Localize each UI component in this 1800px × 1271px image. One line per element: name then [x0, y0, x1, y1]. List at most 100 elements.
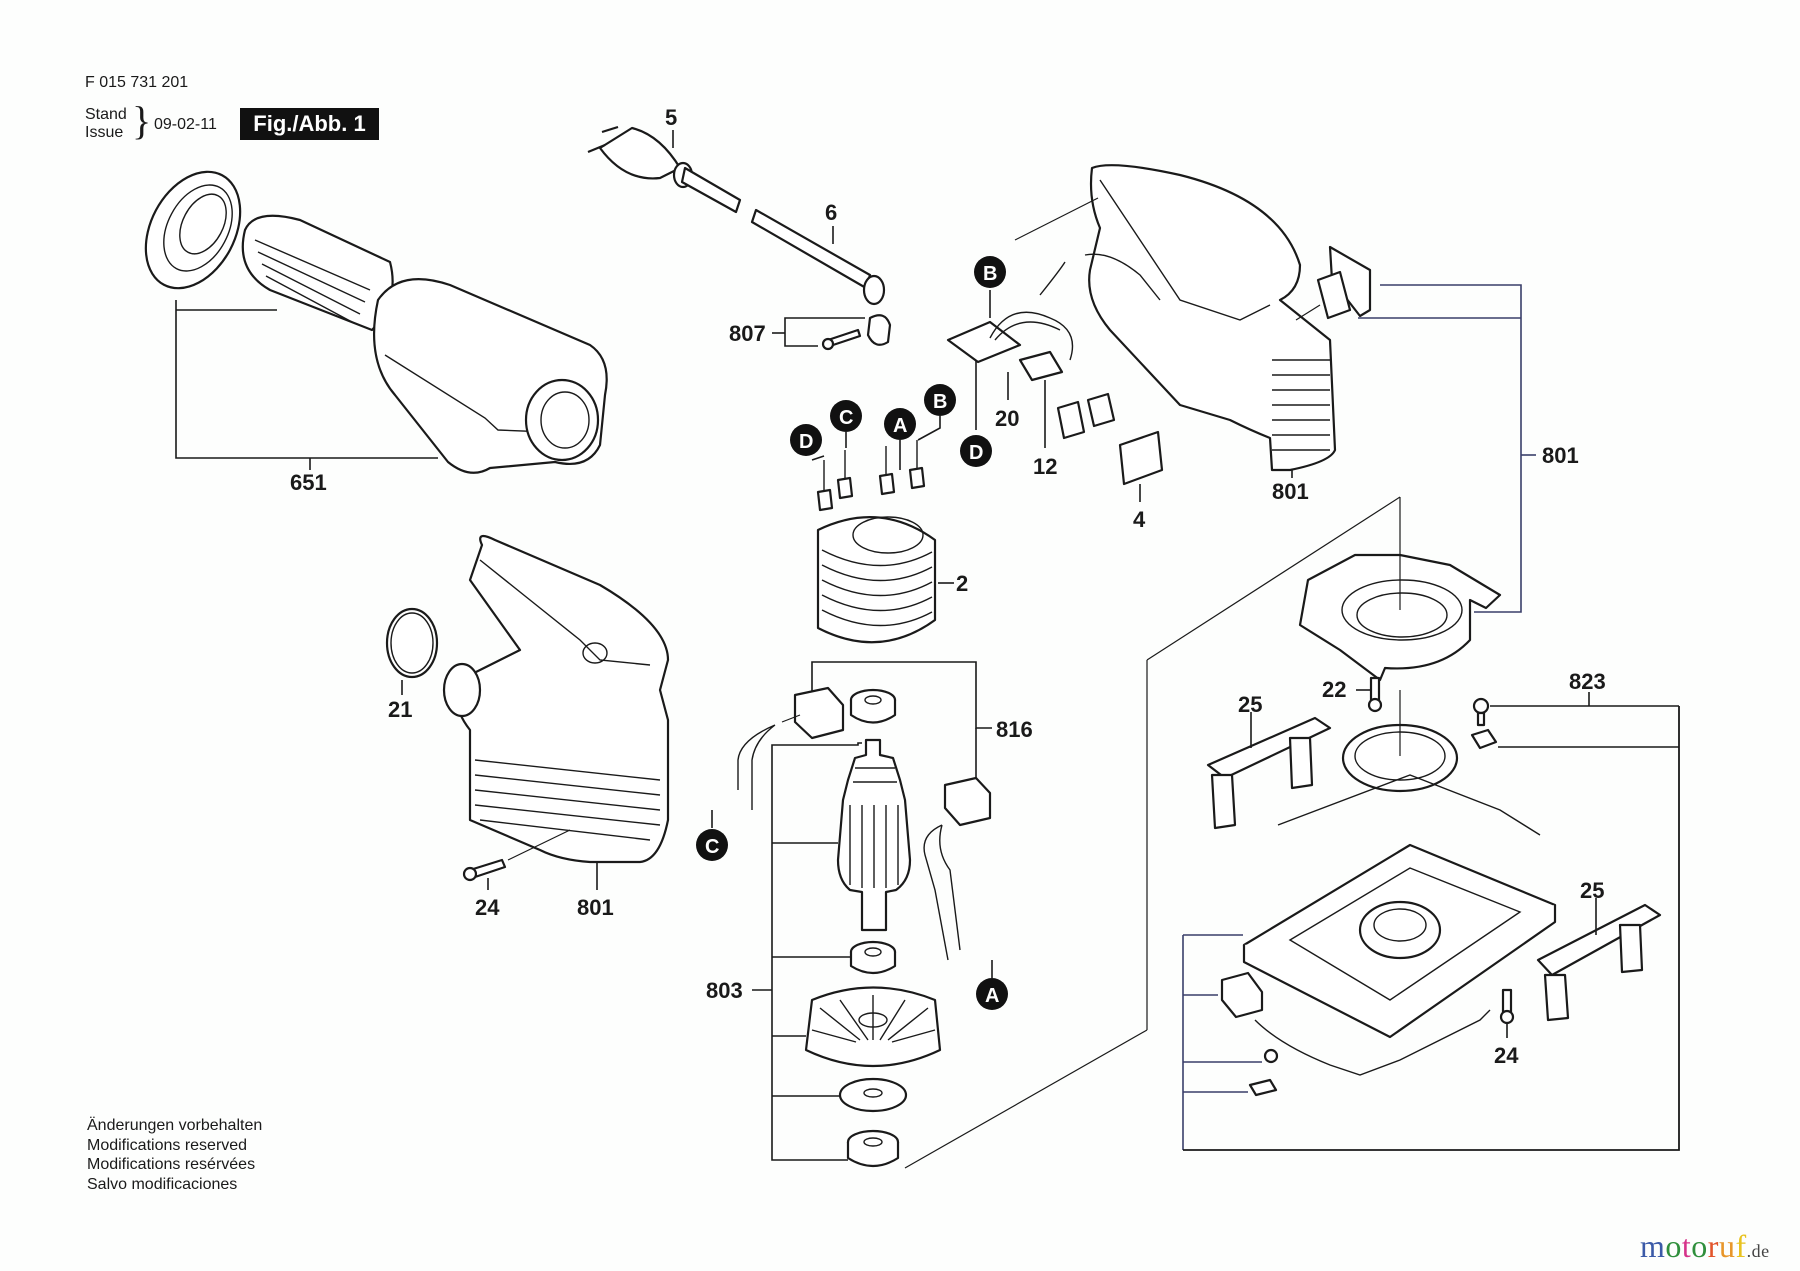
connector-marker-a-mid: A — [884, 408, 916, 440]
connector-text: C — [839, 407, 853, 429]
switch-wiring-assembly: 20 12 4 — [946, 261, 1164, 532]
group-frame — [1183, 706, 1680, 1151]
label-21: 21 — [388, 697, 412, 722]
clamp-set-823: 823 — [1470, 669, 1679, 750]
brush-holder-right — [943, 776, 992, 827]
connector-text: B — [983, 263, 997, 285]
leader-816 — [811, 661, 992, 729]
left-housing-assembly: 21 24 801 — [385, 534, 670, 920]
label-24-right: 24 — [1494, 1043, 1519, 1068]
label-4: 4 — [1133, 507, 1146, 532]
leader-dust-box — [175, 300, 438, 459]
cord-clamp: 807 — [729, 314, 892, 351]
label-6: 6 — [825, 200, 837, 225]
stand-label: Stand — [85, 106, 127, 123]
figure-badge: Fig./Abb. 1 — [240, 108, 379, 140]
label-20: 20 — [995, 406, 1019, 431]
housing-handle: 801 — [1014, 164, 1337, 504]
connector-marker-d-right: D — [960, 435, 992, 467]
watermark-letter: f — [1735, 1228, 1747, 1264]
dash-handle — [1014, 197, 1099, 241]
bearing-top — [849, 688, 897, 724]
o-ring — [385, 607, 439, 679]
dash-base — [904, 1029, 1148, 1169]
label-801-set: 801 — [1542, 443, 1579, 468]
note-es: Salvo modificaciones — [87, 1175, 238, 1193]
dash-base-3 — [1146, 496, 1401, 661]
switch — [1118, 430, 1164, 486]
watermark-letters: motoruf — [1640, 1228, 1747, 1264]
modification-notes: Änderungen vorbehalten Modifications res… — [87, 1116, 262, 1194]
connector-2 — [1086, 392, 1116, 428]
brace-glyph: } — [132, 98, 152, 143]
leader-801-set — [1380, 284, 1522, 613]
connector-text: A — [893, 415, 907, 437]
screw-22: 22 — [1322, 676, 1383, 713]
note-de: Änderungen vorbehalten — [87, 1117, 263, 1134]
part-number: F 015 731 201 — [85, 74, 189, 91]
washer — [838, 1077, 908, 1113]
label-823: 823 — [1569, 669, 1606, 694]
fan — [804, 986, 942, 1068]
connector-text: D — [799, 431, 813, 453]
dust-box-body — [373, 278, 608, 474]
connector-marker-c-brush: C — [696, 829, 728, 861]
power-cord-assembly: 5 6 807 — [587, 105, 892, 351]
connector-marker-b-top: B — [974, 256, 1006, 288]
dust-box-cap — [144, 170, 242, 290]
connector-marker-c-mid: C — [830, 400, 862, 432]
label-807: 807 — [729, 321, 766, 346]
seal-ring — [1341, 690, 1459, 793]
connector-text: B — [933, 391, 947, 413]
leader-clamp — [784, 317, 865, 347]
lever-parts — [1182, 934, 1491, 1150]
watermark-letter: t — [1681, 1228, 1692, 1264]
connector-text: A — [985, 985, 999, 1007]
dash-plate — [1295, 304, 1321, 321]
watermark-letter: o — [1665, 1228, 1682, 1264]
capacitor — [1018, 350, 1064, 382]
housing-left — [455, 534, 670, 864]
armature — [836, 738, 912, 932]
issue-date: 09-02-11 — [154, 116, 217, 133]
plug: 5 — [587, 105, 694, 189]
base-plate — [1242, 774, 1557, 1039]
fan-guide — [1298, 497, 1502, 682]
label-816: 816 — [996, 717, 1033, 742]
watermark-suffix: .de — [1746, 1241, 1770, 1261]
note-fr: Modifications resérvées — [87, 1156, 256, 1173]
issue-label: Issue — [85, 124, 124, 141]
connector-text: C — [705, 836, 719, 858]
leader-d-left — [811, 455, 825, 461]
leader-803 — [771, 742, 862, 1161]
label-25-left: 25 — [1238, 692, 1262, 717]
label-25-right: 25 — [1580, 878, 1604, 903]
bearing-bottom — [846, 1129, 900, 1168]
label-801-left: 801 — [577, 895, 614, 920]
housing-plate-parts: 801 — [1295, 245, 1579, 613]
label-803: 803 — [706, 978, 743, 1003]
watermark-logo: motoruf.de — [1640, 1228, 1770, 1265]
connector-marker-d-left: D — [790, 424, 822, 456]
connector-marker-a-brush: A — [976, 978, 1008, 1010]
label-24-left: 24 — [475, 895, 500, 920]
base-plate-assembly: 22 25 823 — [1182, 497, 1680, 1151]
leader-b-mid — [917, 416, 941, 441]
connector-1 — [1056, 400, 1086, 440]
label-12: 12 — [1033, 454, 1057, 479]
label-2: 2 — [956, 571, 968, 596]
armature-assembly: 816 — [706, 496, 1401, 1169]
watermark-letter: o — [1691, 1228, 1708, 1264]
note-en: Modifications reserved — [87, 1136, 248, 1154]
connector-text: D — [969, 442, 983, 464]
power-cord: 6 — [680, 166, 886, 306]
dash-brush-left — [781, 714, 801, 723]
dust-filter — [241, 214, 394, 332]
brush-leads — [811, 416, 941, 512]
stand-issue-label: Stand Issue — [85, 106, 127, 142]
label-22: 22 — [1322, 677, 1346, 702]
watermark-letter: u — [1718, 1228, 1736, 1264]
connector-marker-b-mid: B — [924, 384, 956, 416]
dust-box-assembly: 651 — [144, 170, 608, 495]
